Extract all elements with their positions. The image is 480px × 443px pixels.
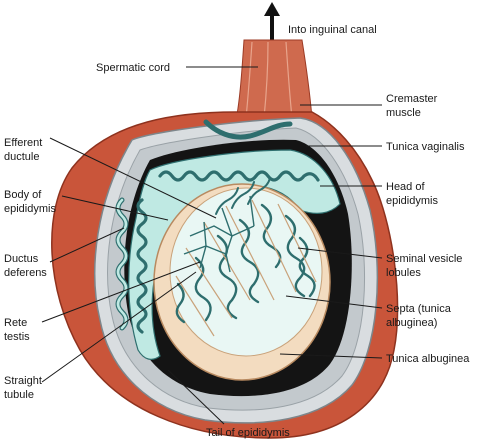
label-ductus-1: Ductus (4, 253, 39, 265)
label-straight-1: Straight (4, 375, 42, 387)
label-tunica-vaginalis: Tunica vaginalis (386, 141, 465, 153)
label-rete-2: testis (4, 331, 30, 343)
label-body-epididymis-2: epididymis (4, 203, 56, 215)
label-head-epididymis-1: Head of (386, 181, 425, 193)
leader-lines (41, 66, 383, 425)
label-cremaster-2: muscle (386, 107, 421, 119)
label-body-epididymis-1: Body of (4, 189, 42, 201)
label-head-epididymis-2: epididymis (386, 195, 438, 207)
label-rete-1: Rete (4, 317, 27, 329)
label-seminal-1: Seminal vesicle (386, 253, 462, 265)
label-septa-1: Septa (tunica (386, 303, 452, 315)
up-arrow-icon (264, 2, 280, 42)
label-efferent-2: ductule (4, 151, 39, 163)
label-tail-epididymis: Tail of epididymis (206, 427, 290, 439)
septa (175, 199, 317, 337)
label-inguinal-canal: Into inguinal canal (288, 24, 377, 36)
label-seminal-2: lobules (386, 267, 421, 279)
label-tunica-albuginea: Tunica albuginea (386, 353, 470, 365)
efferent-ductules (215, 177, 271, 215)
label-cremaster-1: Cremaster (386, 93, 438, 105)
label-spermatic-cord: Spermatic cord (96, 62, 170, 74)
label-ductus-2: deferens (4, 267, 47, 279)
rete-testis (183, 195, 255, 273)
label-septa-2: albuginea) (386, 317, 437, 329)
label-efferent-1: Efferent (4, 137, 42, 149)
label-straight-2: tubule (4, 389, 34, 401)
